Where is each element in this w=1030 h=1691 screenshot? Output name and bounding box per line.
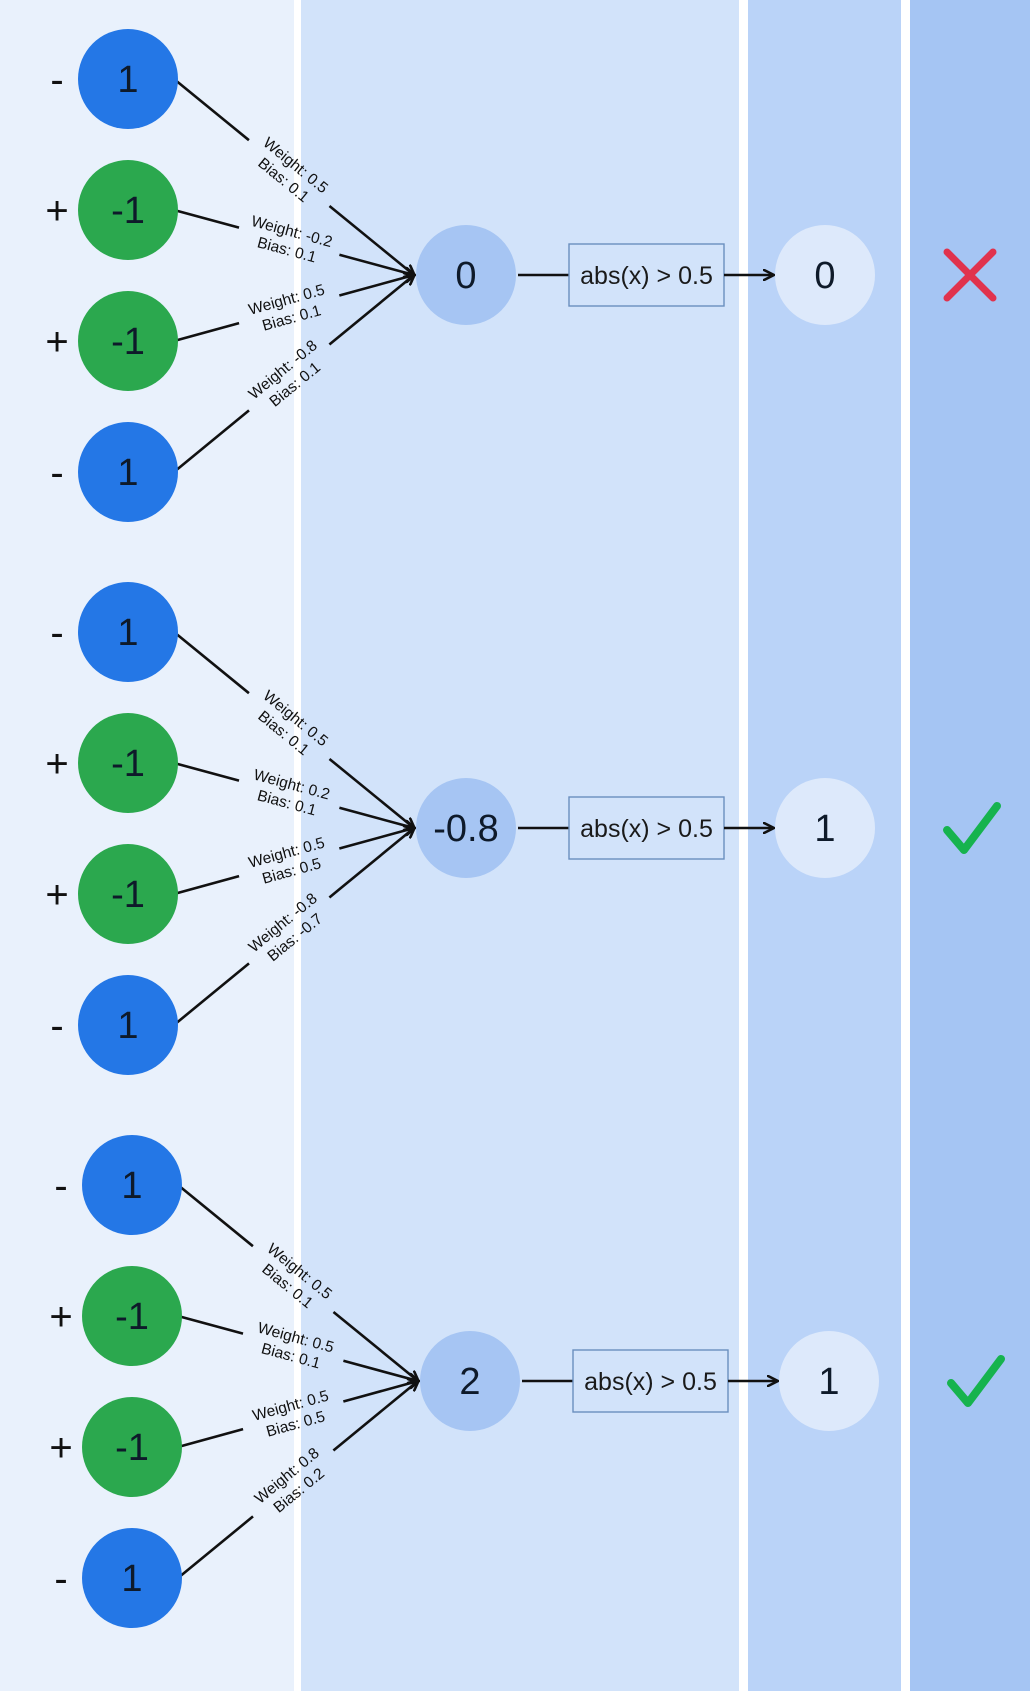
input-node-negative <box>78 422 178 522</box>
input-sign: + <box>45 320 68 364</box>
edge-line <box>339 253 414 275</box>
input-sign: + <box>49 1295 72 1339</box>
input-sign: + <box>45 189 68 233</box>
edge-line-start <box>177 1427 244 1449</box>
input-value: 1 <box>117 612 138 654</box>
edge-line <box>332 1310 418 1381</box>
edge-line-start <box>173 874 240 896</box>
activation-box <box>572 1349 729 1413</box>
input-node-negative <box>78 582 178 682</box>
edge-line <box>338 828 414 850</box>
input-value: 1 <box>121 1165 142 1207</box>
sum-node <box>416 778 516 878</box>
input-node-positive <box>78 713 178 813</box>
input-value: 1 <box>117 1005 138 1047</box>
edge-line-start <box>177 1183 254 1248</box>
input-value: -1 <box>111 874 145 916</box>
edge-line-start <box>173 321 240 343</box>
input-node-negative <box>82 1528 182 1628</box>
edge-line <box>338 275 414 297</box>
edge-line <box>343 1359 418 1381</box>
input-node-negative <box>78 29 178 129</box>
edge-line-start <box>177 1314 244 1335</box>
input-sign: - <box>54 1164 67 1208</box>
input-value: 1 <box>121 1558 142 1600</box>
sum-node <box>416 225 516 325</box>
input-sign: + <box>45 742 68 786</box>
edge-line <box>328 828 414 899</box>
edge-line <box>328 204 414 275</box>
input-node-positive <box>82 1397 182 1497</box>
output-node <box>779 1331 879 1431</box>
input-sign: - <box>50 451 63 495</box>
output-value: 0 <box>814 255 835 297</box>
edge-line <box>332 1381 418 1452</box>
input-node-positive <box>82 1266 182 1366</box>
sum-value: -0.8 <box>433 808 498 850</box>
input-value: -1 <box>111 321 145 363</box>
activation-box <box>568 243 725 307</box>
input-value: -1 <box>115 1427 149 1469</box>
edge-line-start <box>173 208 240 229</box>
input-sign: - <box>50 58 63 102</box>
cross-icon <box>943 248 997 302</box>
edge-line <box>339 806 414 828</box>
edge-line-start <box>173 761 240 782</box>
sum-value: 0 <box>455 255 476 297</box>
edge-line-start <box>173 409 250 474</box>
input-sign: - <box>50 611 63 655</box>
input-value: 1 <box>117 452 138 494</box>
input-value: -1 <box>111 190 145 232</box>
activation-label: abs(x) > 0.5 <box>580 815 713 843</box>
activation-label: abs(x) > 0.5 <box>580 262 713 290</box>
check-icon <box>947 1355 1005 1407</box>
output-node <box>775 225 875 325</box>
output-value: 1 <box>818 1361 839 1403</box>
check-icon <box>943 802 1001 854</box>
input-node-negative <box>82 1135 182 1235</box>
sum-value: 2 <box>459 1361 480 1403</box>
input-sign: - <box>50 1004 63 1048</box>
input-value: -1 <box>111 743 145 785</box>
input-sign: + <box>49 1426 72 1470</box>
input-sign: - <box>54 1557 67 1601</box>
edge-line <box>342 1381 418 1403</box>
edge-line <box>328 275 414 346</box>
input-sign: + <box>45 873 68 917</box>
input-value: -1 <box>115 1296 149 1338</box>
edge-line-start <box>173 962 250 1027</box>
edge-line-start <box>177 1515 254 1580</box>
input-value: 1 <box>117 59 138 101</box>
activation-label: abs(x) > 0.5 <box>584 1368 717 1396</box>
output-value: 1 <box>814 808 835 850</box>
edge-line-start <box>173 77 250 142</box>
edge-line <box>328 757 414 828</box>
input-node-positive <box>78 160 178 260</box>
output-node <box>775 778 875 878</box>
input-node-negative <box>78 975 178 1075</box>
edge-line-start <box>173 630 250 695</box>
activation-box <box>568 796 725 860</box>
input-node-positive <box>78 291 178 391</box>
input-node-positive <box>78 844 178 944</box>
sum-node <box>420 1331 520 1431</box>
